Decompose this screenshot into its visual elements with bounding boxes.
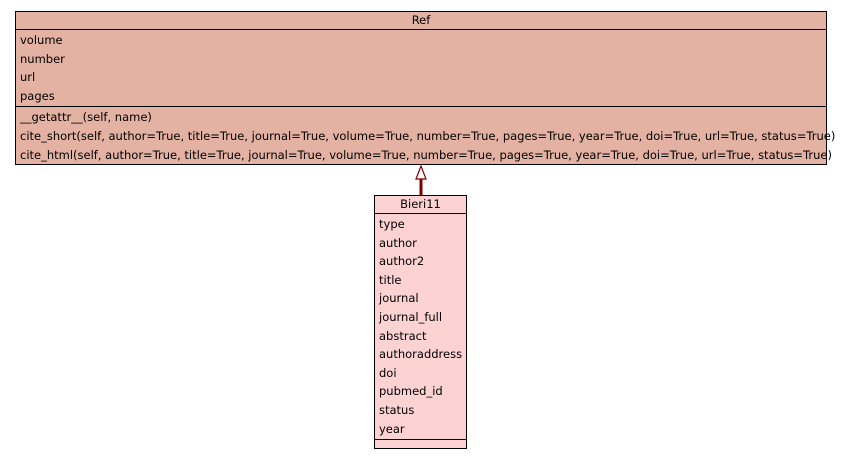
class-bieri11: Bieri11 type author author2 title journa… [374, 195, 467, 449]
attribute-journal: journal [379, 291, 419, 306]
attribute-url: url [20, 70, 36, 85]
attribute-status: status [379, 402, 415, 417]
class-ref-methods: __getattr__(self, name) cite_short(self,… [16, 106, 836, 165]
class-ref-attributes: volume number url pages [16, 30, 826, 106]
attribute-authoraddress: authoraddress [379, 347, 463, 362]
method-cite-short: cite_short(self, author=True, title=True… [20, 128, 836, 143]
attribute-abstract: abstract [379, 328, 427, 343]
attribute-doi: doi [379, 365, 397, 380]
attribute-author2: author2 [379, 254, 425, 269]
attribute-year: year [379, 421, 405, 436]
attribute-title: title [379, 272, 402, 287]
attribute-number: number [20, 51, 65, 66]
attribute-pubmed-id: pubmed_id [379, 384, 443, 399]
class-ref-name: Ref [16, 12, 826, 30]
attribute-pages: pages [20, 88, 55, 103]
class-bieri11-name: Bieri11 [375, 196, 466, 214]
class-bieri11-methods [375, 439, 466, 447]
inheritance-triangle-icon [415, 164, 427, 180]
attribute-volume: volume [20, 33, 63, 47]
attribute-journal-full: journal_full [379, 309, 443, 324]
attribute-type: type [379, 217, 405, 231]
attribute-author: author [379, 235, 417, 250]
method-cite-html: cite_html(self, author=True, title=True,… [20, 147, 832, 162]
class-ref: Ref volume number url pages __getattr__(… [15, 11, 836, 165]
class-bieri11-attributes: type author author2 title journal journa… [375, 214, 466, 439]
method-getattr: __getattr__(self, name) [20, 110, 152, 125]
